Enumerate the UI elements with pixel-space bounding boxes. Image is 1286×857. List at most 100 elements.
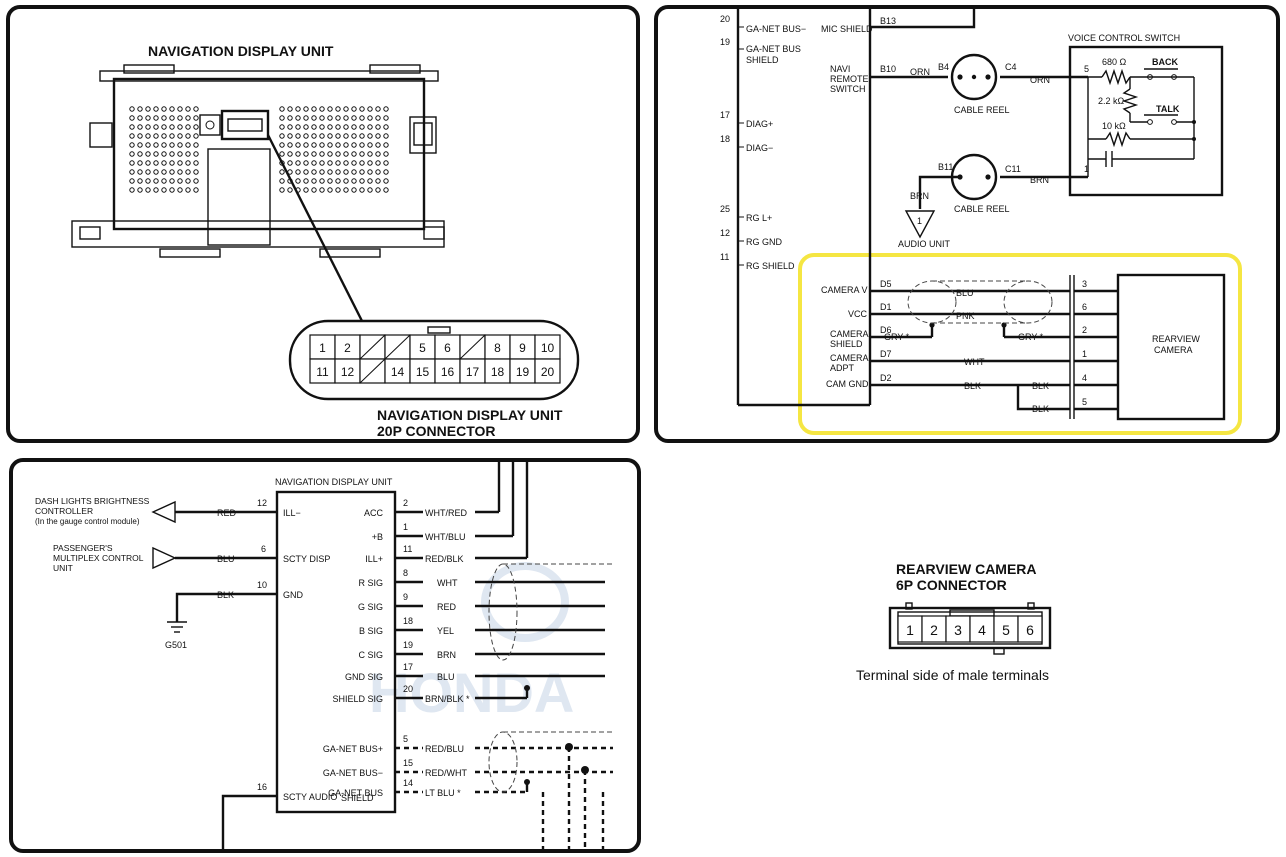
brn-wire-label-1: BRN	[1030, 175, 1049, 185]
vent-hole	[335, 133, 341, 139]
nav-pin-function-label: C SIG	[358, 650, 383, 660]
vent-hole	[351, 178, 357, 184]
vent-hole	[319, 142, 325, 148]
pmcu-symbol	[152, 546, 177, 570]
vent-hole	[185, 160, 191, 166]
ill-minus-label: ILL−	[283, 508, 301, 518]
audio-unit-pin: 1	[917, 216, 922, 226]
vent-hole	[287, 151, 293, 157]
nav-pin-function-label: SHIELD SIG	[332, 694, 383, 704]
rear-conn-caption: Terminal side of male terminals	[856, 667, 1049, 683]
pin-b10-label: B10	[880, 64, 896, 74]
vent-hole	[129, 187, 135, 193]
vent-hole	[367, 115, 373, 121]
rearview-camera-box	[1116, 273, 1226, 421]
resistor-680	[1101, 68, 1131, 86]
vent-hole	[287, 160, 293, 166]
rear-conn-terminal	[945, 615, 971, 643]
vent-hole	[303, 142, 309, 148]
vent-hole	[303, 178, 309, 184]
navi-remote-switch-label-2: REMOTE	[830, 74, 869, 84]
vent-hole	[383, 160, 389, 166]
vent-hole	[153, 187, 159, 193]
vent-hole	[193, 151, 199, 157]
vent-hole	[129, 124, 135, 130]
vent-hole	[185, 187, 191, 193]
vent-hole	[295, 106, 301, 112]
voice-control-switch-box	[1068, 45, 1224, 197]
vent-hole	[295, 178, 301, 184]
vent-hole	[343, 160, 349, 166]
vent-hole	[327, 115, 333, 121]
nav-pin-number-label: 17	[403, 662, 413, 672]
vent-hole	[351, 151, 357, 157]
nav-pin-number-label: 1	[403, 522, 408, 532]
vent-hole	[343, 133, 349, 139]
vent-hole	[193, 124, 199, 130]
nav-wire-color-label: WHT/BLU	[425, 532, 466, 542]
vent-hole	[137, 160, 143, 166]
vent-hole	[153, 151, 159, 157]
vent-hole	[359, 115, 365, 121]
vent-hole	[129, 142, 135, 148]
nav-wire-color-label: YEL	[437, 626, 454, 636]
vent-hole	[351, 169, 357, 175]
vent-hole	[367, 133, 373, 139]
terminal-number: 15	[416, 365, 430, 379]
vent-hole	[129, 133, 135, 139]
diag-minus-label: DIAG−	[746, 143, 773, 153]
nav-pin-number-label: 18	[403, 616, 413, 626]
vent-hole	[327, 133, 333, 139]
connector-terminal	[459, 358, 486, 384]
nav-schematic-unit-title: NAVIGATION DISPLAY UNIT	[275, 477, 393, 487]
pin-c4-label: C4	[1005, 62, 1017, 72]
audio-unit-label: AUDIO UNIT	[898, 239, 951, 249]
vent-hole	[319, 160, 325, 166]
vent-hole	[375, 160, 381, 166]
vent-hole	[343, 115, 349, 121]
vent-hole	[343, 142, 349, 148]
vent-hole	[351, 142, 357, 148]
vent-hole	[335, 142, 341, 148]
cable-reel-label-2: CABLE REEL	[954, 204, 1010, 214]
vent-hole	[279, 115, 285, 121]
vent-hole	[169, 169, 175, 175]
vent-hole	[343, 124, 349, 130]
vent-hole	[359, 160, 365, 166]
pmcu-label-1: PASSENGER'S	[53, 543, 113, 553]
pin-11-label: 11	[720, 252, 729, 262]
nav-wire-color-label: RED/WHT	[425, 768, 467, 778]
vent-hole	[327, 169, 333, 175]
vent-hole	[311, 106, 317, 112]
vent-hole	[311, 142, 317, 148]
nav-wire-color-label: LT BLU *	[425, 788, 461, 798]
terminal-number: 9	[519, 341, 526, 355]
vent-hole	[145, 187, 151, 193]
terminal-number: 17	[466, 365, 480, 379]
pin-10-label-bl: 10	[257, 580, 267, 590]
vent-hole	[359, 124, 365, 130]
nav-display-unit-panel: NAVIGATION DISPLAY UNIT	[6, 5, 640, 443]
vent-hole	[327, 124, 333, 130]
connector-pointer-line	[266, 134, 364, 322]
nav-unit-title: NAVIGATION DISPLAY UNIT	[148, 43, 334, 59]
camera-pin-label: D5	[880, 279, 892, 289]
vent-hole	[279, 187, 285, 193]
nav-pin-function-label: GA-NET BUS−	[323, 768, 383, 778]
vent-hole	[161, 151, 167, 157]
navi-remote-switch-label-3: SWITCH	[830, 84, 866, 94]
navi-remote-switch-label-1: NAVI	[830, 64, 850, 74]
rear-conn-terminal	[921, 615, 947, 643]
nav-unit-drawing	[71, 64, 445, 258]
terminal-number: 10	[541, 341, 555, 355]
nav-pin-function-label: GA-NET BUS	[328, 788, 383, 798]
vent-hole	[311, 115, 317, 121]
vent-hole	[327, 106, 333, 112]
vent-hole	[145, 169, 151, 175]
vent-hole	[351, 133, 357, 139]
rear-conn-terminal	[1017, 615, 1043, 643]
camera-term-label: 5	[1082, 397, 1087, 407]
vent-hole	[303, 160, 309, 166]
vent-hole	[145, 142, 151, 148]
